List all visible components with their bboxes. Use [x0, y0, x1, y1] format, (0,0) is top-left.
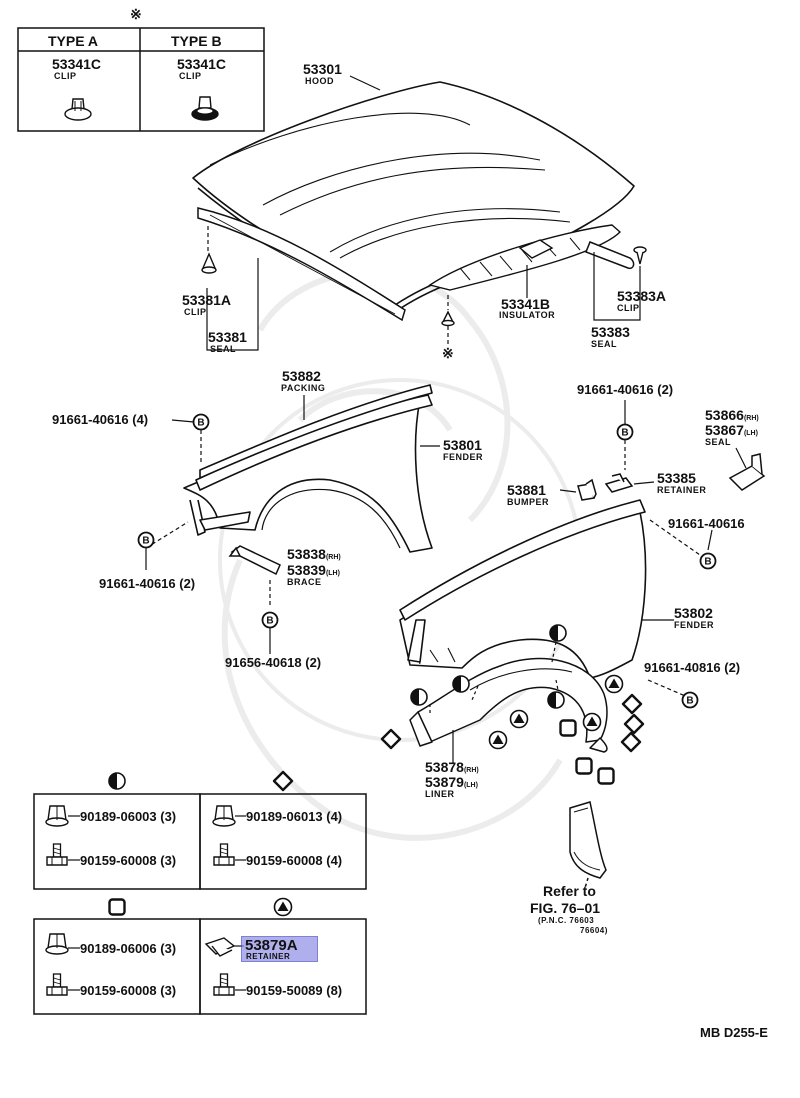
clip-53381a-icon [201, 252, 217, 274]
seal-53383-number: 53383 [591, 324, 630, 340]
square-row-2: 90159-60008 (3) [80, 983, 177, 998]
bolt-left-bottom-label: 91661-40616 (2) [99, 576, 196, 591]
packing-name: PACKING [281, 383, 326, 393]
brace-name: BRACE [287, 577, 322, 587]
insulator-name: INSULATOR [499, 310, 556, 320]
clip-53383a-number: 53383A [617, 288, 667, 304]
retainer-53385-number: 53385 [657, 470, 696, 486]
brace-rh-number: 53838(RH) [287, 546, 341, 562]
half-circle-row-1: 90189-06003 (3) [80, 809, 177, 824]
bolt-right-mid-label: 91661-40616 [668, 516, 745, 531]
type-b-clip-icon [191, 96, 219, 121]
right-fender-name: FENDER [674, 620, 715, 630]
clip-53381a-name: CLIP [184, 307, 207, 317]
liner-lh-number: 53879(LH) [425, 774, 478, 790]
bolt-right-top-label: 91661-40616 (2) [577, 382, 674, 397]
type-a-part-number: 53341C [52, 56, 102, 72]
bolt-brace-label: 91656-40618 (2) [225, 655, 322, 670]
seal-53866-icon [728, 453, 766, 491]
insulator-asterisk-mark: ※ [442, 345, 454, 361]
refer-line-2: FIG. 76–01 [530, 900, 601, 916]
type-a-part-name: CLIP [54, 71, 77, 81]
type-b-part-name: CLIP [179, 71, 202, 81]
left-fender-drawing [183, 384, 433, 553]
bumper-name: BUMPER [507, 497, 550, 507]
brace-lh-number: 53839(LH) [287, 562, 340, 578]
refer-line-1: Refer to [543, 883, 596, 899]
diagram-code: MB D255-E [700, 1025, 768, 1040]
type-b-part-number: 53341C [177, 56, 227, 72]
packing-number: 53882 [282, 368, 321, 384]
bolt-right-bottom-label: 91661-40816 (2) [644, 660, 741, 675]
hood-part-number: 53301 [303, 61, 342, 77]
hood-part-name: HOOD [305, 76, 334, 86]
seal-53381-name: SEAL [210, 344, 237, 354]
diamond-row-2: 90159-60008 (4) [246, 853, 343, 868]
retainer-53879a-icon [204, 937, 236, 957]
half-circle-row-2: 90159-60008 (3) [80, 853, 177, 868]
hood-leaders [206, 75, 641, 351]
right-fender-drawing [399, 499, 647, 679]
insulator-clip-icon [441, 310, 455, 327]
retainer-53385-icon [604, 473, 634, 493]
retainer-53385-name: RETAINER [657, 485, 707, 495]
liner-name: LINER [425, 789, 455, 799]
left-fender-number: 53801 [443, 437, 482, 453]
bumper-number: 53881 [507, 482, 546, 498]
liner-drawing [409, 657, 608, 753]
refer-line-4: 76604) [580, 926, 608, 935]
bumper-53881-icon [577, 478, 597, 501]
type-a-header: TYPE A [48, 33, 99, 49]
fastener-leaders [68, 815, 246, 991]
seal-right-name: SEAL [705, 437, 732, 447]
insulator-number: 53341B [501, 296, 551, 312]
highlighted-part-box[interactable] [241, 936, 318, 962]
seal-lh-number: 53867(LH) [705, 422, 758, 438]
retainer-53879a-number[interactable]: 53879A [245, 937, 298, 954]
hood-drawing [192, 81, 635, 313]
top-asterisk-mark: ※ [130, 6, 142, 22]
refer-line-3: (P.N.C. 76603 [538, 916, 595, 925]
bolt-left-top-label: 91661-40616 (4) [52, 412, 149, 427]
triangle-row-2: 90159-50089 (8) [246, 983, 343, 998]
left-fender-leaders [145, 395, 440, 654]
square-row-1: 90189-06006 (3) [80, 941, 177, 956]
mudguard-drawing [569, 801, 607, 889]
hood-seal-drawing [197, 207, 406, 322]
liner-rh-number: 53878(RH) [425, 759, 479, 775]
clip-53383a-icon [633, 246, 647, 265]
type-table [17, 27, 265, 132]
seal-rh-number: 53866(RH) [705, 407, 759, 423]
cowl-seal-drawing [585, 241, 635, 270]
fastener-boxes [33, 793, 367, 1015]
clip-53381a-number: 53381A [182, 292, 232, 308]
clip-53383a-name: CLIP [617, 303, 640, 313]
seal-53383-name: SEAL [591, 339, 618, 349]
retainer-53879a-name: RETAINER [246, 952, 291, 961]
seal-53381-number: 53381 [208, 329, 247, 345]
right-fender-leaders [429, 400, 747, 764]
left-fender-name: FENDER [443, 452, 484, 462]
right-fender-number: 53802 [674, 605, 713, 621]
diamond-row-1: 90189-06013 (4) [246, 809, 343, 824]
insulator-drawing [428, 224, 622, 291]
type-b-header: TYPE B [171, 33, 222, 49]
brace-drawing [228, 545, 281, 576]
